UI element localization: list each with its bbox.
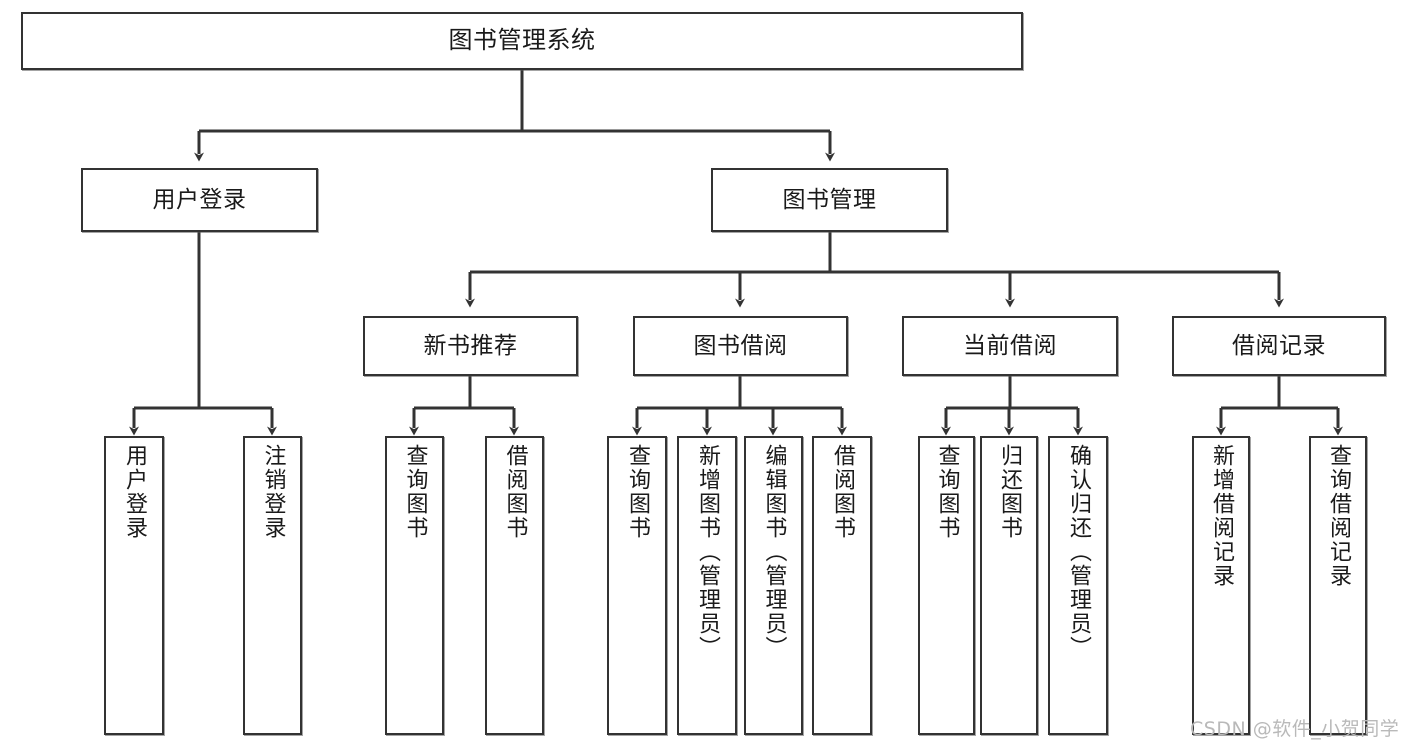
leaf-node[interactable]: 编辑图书（管理员） bbox=[744, 436, 803, 735]
leaf-node[interactable]: 新增图书（管理员） bbox=[677, 436, 737, 735]
node-new-book-recommend[interactable]: 新书推荐 bbox=[363, 316, 578, 376]
leaf-node[interactable]: 查询图书 bbox=[607, 436, 667, 735]
node-root-label: 图书管理系统 bbox=[448, 26, 596, 55]
leaf-label: 编辑图书（管理员） bbox=[761, 444, 787, 660]
leaf-node[interactable]: 归还图书 bbox=[980, 436, 1038, 735]
leaf-label: 查询借阅记录 bbox=[1326, 444, 1351, 588]
node-book-management-label: 图书管理 bbox=[782, 186, 877, 213]
leaf-label: 借阅图书 bbox=[502, 444, 528, 540]
leaf-node[interactable]: 新增借阅记录 bbox=[1192, 436, 1250, 735]
leaf-node[interactable]: 查询图书 bbox=[385, 436, 444, 735]
leaf-label: 借阅图书 bbox=[830, 444, 855, 540]
leaf-label: 注销登录 bbox=[260, 444, 286, 540]
leaf-node[interactable]: 注销登录 bbox=[243, 436, 302, 735]
leaf-label: 归还图书 bbox=[997, 444, 1022, 540]
leaf-node[interactable]: 用户登录 bbox=[104, 436, 164, 735]
node-book-management[interactable]: 图书管理 bbox=[711, 168, 948, 232]
leaf-label: 新增借阅记录 bbox=[1209, 444, 1234, 588]
node-new-book-recommend-label: 新书推荐 bbox=[423, 332, 518, 359]
leaf-label: 查询图书 bbox=[625, 444, 650, 540]
leaf-node[interactable]: 查询图书 bbox=[918, 436, 975, 735]
node-user-login[interactable]: 用户登录 bbox=[81, 168, 318, 232]
leaf-node[interactable]: 借阅图书 bbox=[812, 436, 872, 735]
leaf-label: 新增图书（管理员） bbox=[695, 444, 720, 660]
leaf-label: 查询图书 bbox=[934, 444, 960, 540]
node-root[interactable]: 图书管理系统 bbox=[21, 12, 1023, 70]
node-borrow-records-label: 借阅记录 bbox=[1232, 332, 1326, 359]
leaf-node[interactable]: 查询借阅记录 bbox=[1309, 436, 1367, 735]
node-book-borrow[interactable]: 图书借阅 bbox=[633, 316, 848, 376]
leaf-node[interactable]: 借阅图书 bbox=[485, 436, 544, 735]
node-user-login-label: 用户登录 bbox=[152, 186, 247, 213]
leaf-label: 确认归还（管理员） bbox=[1066, 444, 1091, 660]
node-current-borrow[interactable]: 当前借阅 bbox=[902, 316, 1118, 376]
leaf-label: 查询图书 bbox=[402, 444, 428, 540]
node-book-borrow-label: 图书借阅 bbox=[693, 332, 788, 359]
node-borrow-records[interactable]: 借阅记录 bbox=[1172, 316, 1386, 376]
leaf-node[interactable]: 确认归还（管理员） bbox=[1048, 436, 1108, 735]
leaf-label: 用户登录 bbox=[122, 444, 147, 540]
node-current-borrow-label: 当前借阅 bbox=[963, 332, 1057, 359]
